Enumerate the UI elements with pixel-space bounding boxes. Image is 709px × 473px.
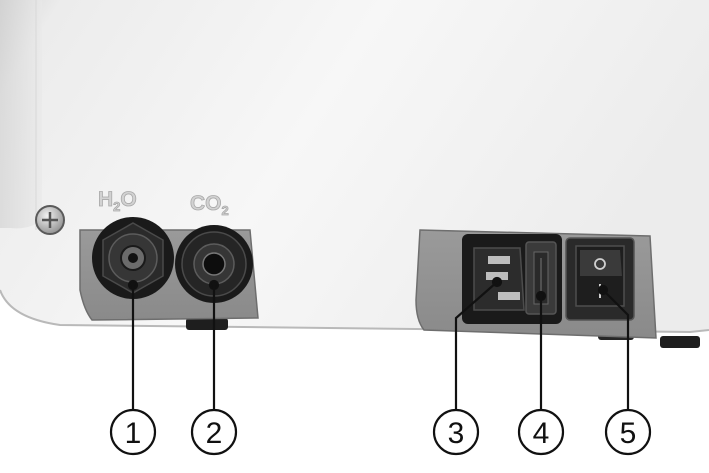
inlet-pin-middle [486, 272, 508, 280]
h2o-label: H2O [98, 188, 138, 215]
svg-text:5: 5 [620, 417, 637, 450]
callout-3: 3 [432, 408, 480, 456]
callout-lines [127, 276, 630, 410]
inlet-pin-top [488, 256, 510, 264]
svg-text:CO2: CO2 [190, 192, 229, 218]
power-switch[interactable] [565, 237, 635, 321]
callout-4: 4 [517, 408, 565, 456]
fuse-holder[interactable] [525, 241, 557, 315]
co2-label: CO2 [190, 192, 230, 219]
inlet-pin-bottom [498, 292, 520, 300]
switch-off-mark [594, 258, 606, 270]
co2-connector[interactable] [175, 225, 253, 303]
svg-text:H2O: H2O [98, 188, 137, 214]
callout-line-1 [127, 279, 139, 410]
svg-text:2: 2 [206, 417, 223, 450]
h2o-connector[interactable] [92, 217, 174, 299]
screw-icon [35, 205, 65, 235]
callout-line-4 [535, 290, 547, 410]
callout-line-3 [454, 276, 503, 410]
svg-text:1: 1 [125, 417, 142, 450]
callout-2: 2 [190, 408, 238, 456]
callout-line-2 [208, 279, 220, 410]
svg-text:3: 3 [448, 417, 465, 450]
callout-5: 5 [604, 408, 652, 456]
svg-text:4: 4 [533, 417, 550, 450]
callout-line-5 [597, 284, 630, 410]
callout-1: 1 [109, 408, 157, 456]
